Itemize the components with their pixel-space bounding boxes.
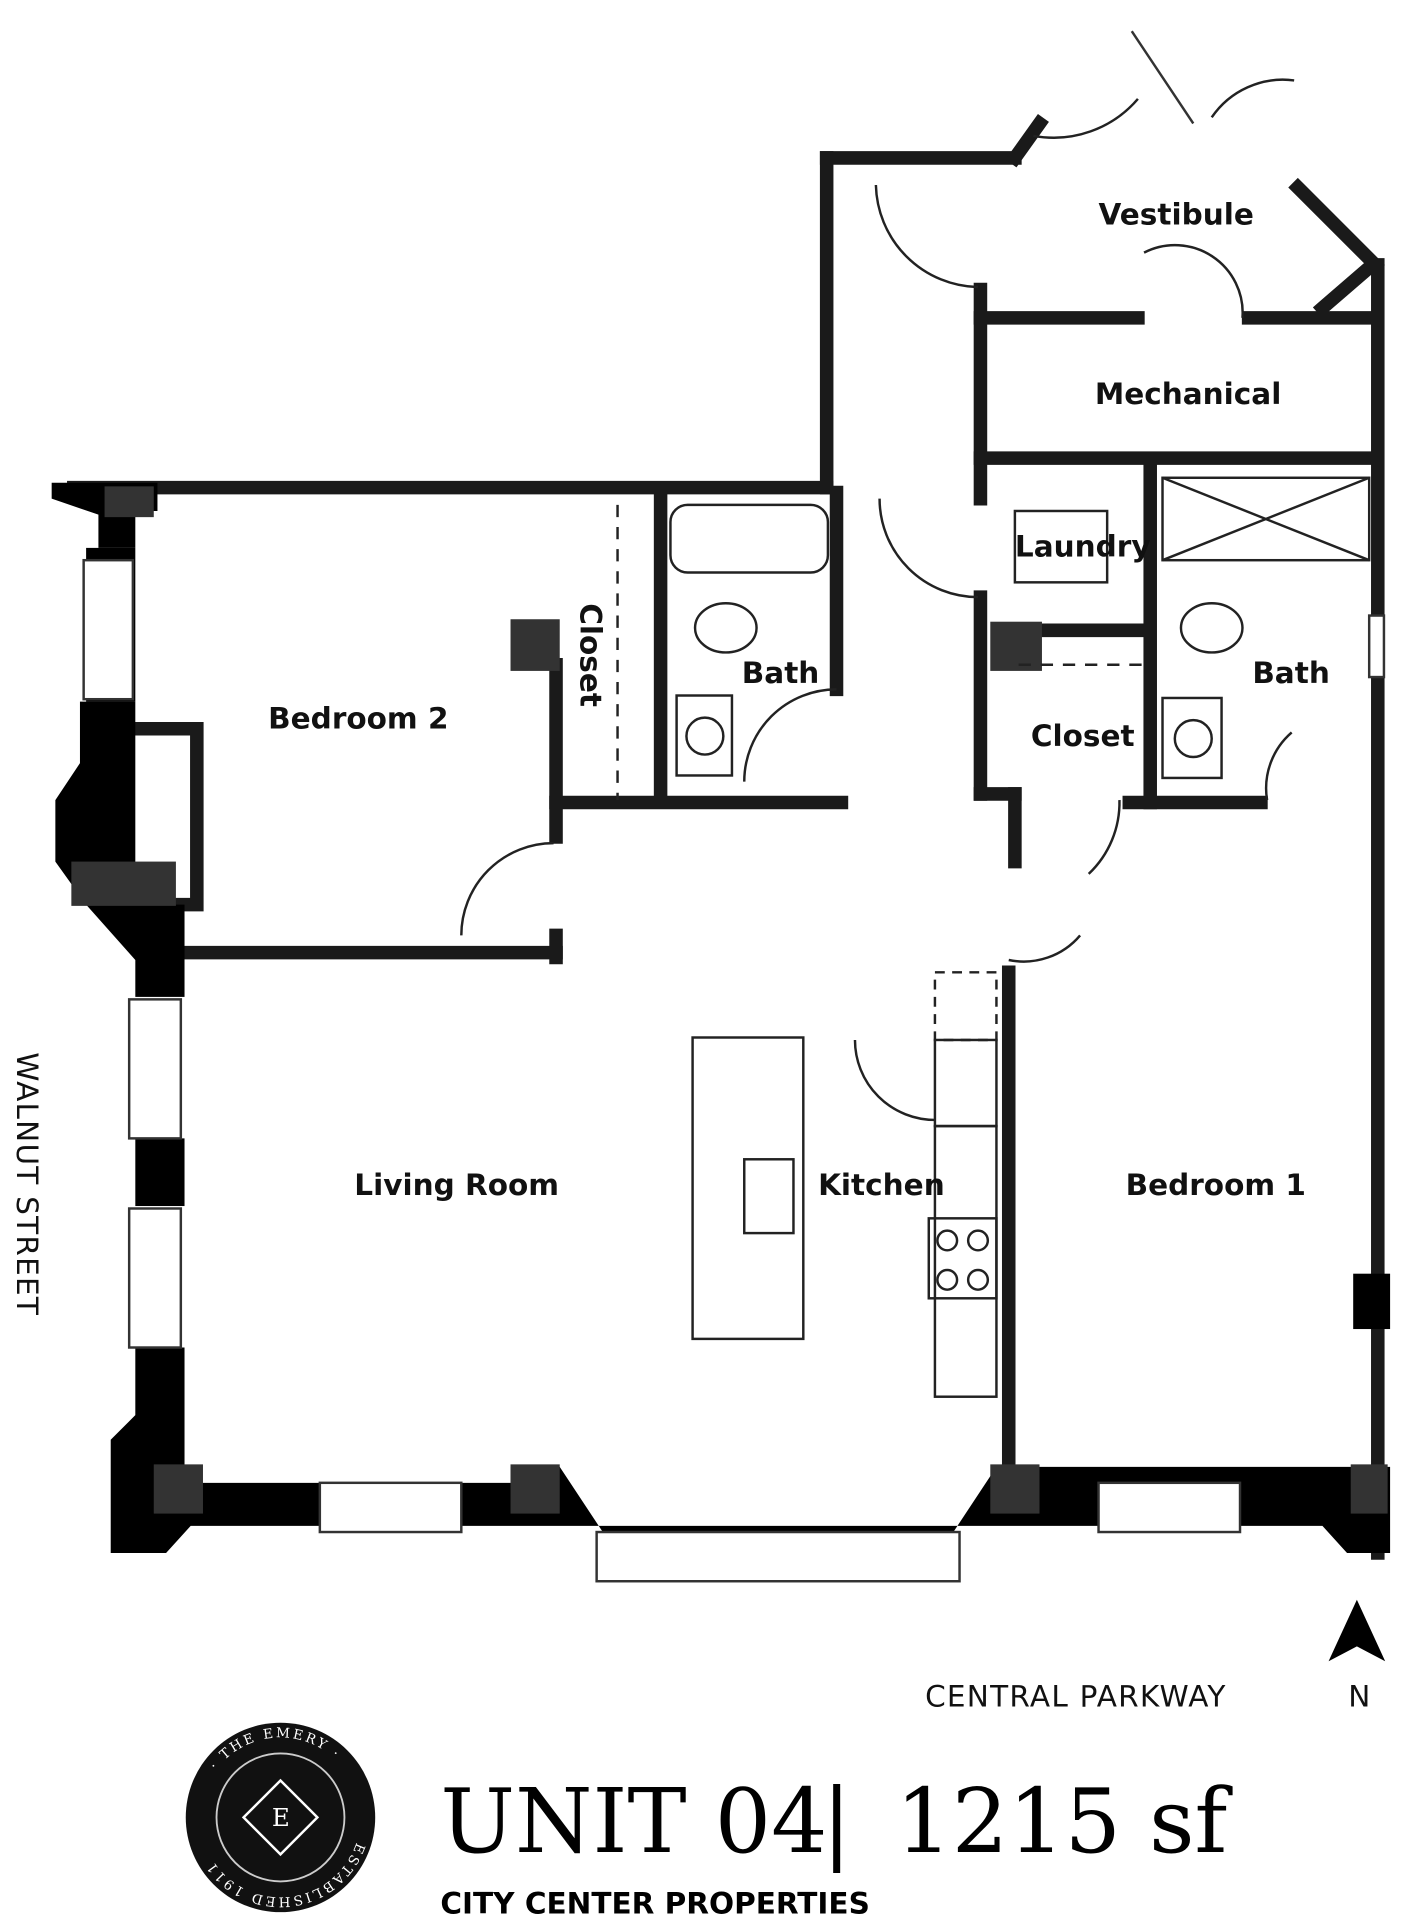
north-arrow-icon bbox=[1328, 1599, 1386, 1662]
label-vestibule: Vestibule bbox=[1099, 197, 1254, 231]
room-labels: Vestibule Mechanical Laundry Bath Bath C… bbox=[268, 197, 1330, 1202]
label-bedroom-1: Bedroom 1 bbox=[1126, 1168, 1306, 1202]
north-arrow: N bbox=[1328, 1599, 1386, 1714]
label-bath-1: Bath bbox=[1252, 656, 1330, 690]
fixtures bbox=[460, 78, 1371, 1398]
unit-area: 1215 sf bbox=[896, 1770, 1234, 1873]
label-bedroom-2: Bedroom 2 bbox=[268, 702, 448, 736]
label-mechanical: Mechanical bbox=[1095, 377, 1281, 411]
street-walnut: WALNUT STREET bbox=[10, 1052, 44, 1316]
label-kitchen: Kitchen bbox=[818, 1168, 945, 1202]
logo-seal: · THE EMERY · ESTABLISHED 1911 E bbox=[185, 1722, 376, 1913]
street-central-parkway: CENTRAL PARKWAY bbox=[925, 1680, 1227, 1714]
label-bath-2: Bath bbox=[742, 656, 820, 690]
north-label: N bbox=[1348, 1680, 1371, 1714]
label-closet-2: Closet bbox=[574, 603, 608, 707]
label-living-room: Living Room bbox=[354, 1168, 559, 1202]
label-laundry: Laundry bbox=[1015, 530, 1151, 564]
logo-monogram: E bbox=[272, 1803, 290, 1832]
company-name: CITY CENTER PROPERTIES bbox=[440, 1886, 869, 1920]
unit-number: UNIT 04 bbox=[440, 1770, 827, 1873]
title-separator: | bbox=[822, 1770, 852, 1873]
columns bbox=[71, 486, 1388, 1514]
label-closet-1: Closet bbox=[1031, 719, 1135, 753]
walls bbox=[67, 114, 1385, 1560]
windows bbox=[82, 30, 1386, 1583]
